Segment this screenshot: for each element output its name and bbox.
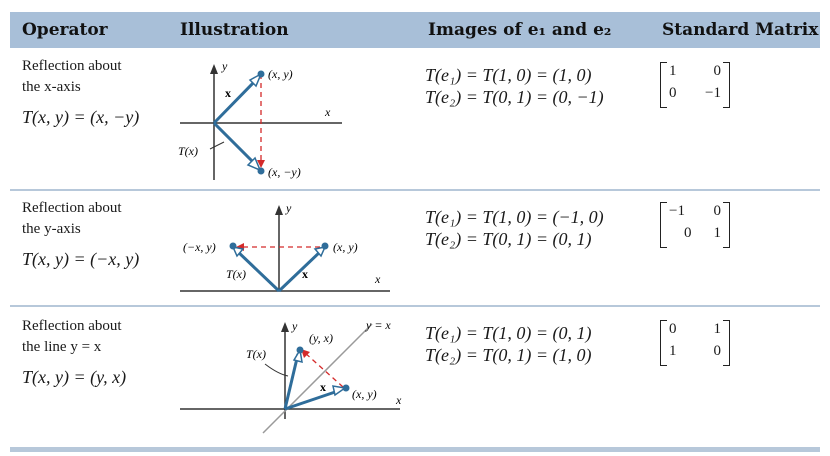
point-image bbox=[257, 167, 265, 175]
reflection-arrowhead bbox=[257, 160, 265, 168]
row-separator bbox=[10, 305, 820, 307]
tx-pointer bbox=[264, 363, 289, 377]
point-label: (x, y) bbox=[268, 67, 293, 81]
point-image bbox=[296, 346, 304, 354]
point-label: (x, y) bbox=[352, 387, 377, 401]
operator-line2: the y-axis bbox=[22, 221, 81, 237]
vector-label: x bbox=[225, 86, 231, 100]
illustration-x-axis: y x (x, y) x T(x) (x, −y) bbox=[178, 59, 342, 180]
image-label: (−x, y) bbox=[183, 240, 216, 254]
matrix-cell: 1 bbox=[669, 343, 677, 359]
vector-x-arrowhead bbox=[248, 72, 263, 88]
tx-label: T(x) bbox=[226, 267, 246, 281]
operator-formula: T(x, y) = (y, x) bbox=[22, 367, 127, 387]
point-xy bbox=[321, 242, 329, 250]
vector-tx-arrowhead bbox=[246, 156, 262, 172]
table-header: Operator Illustration Images of e₁ and e… bbox=[10, 12, 820, 48]
table-bottom-rule bbox=[10, 447, 820, 452]
vector-x bbox=[212, 76, 260, 125]
matrix-cell: −1 bbox=[669, 203, 685, 219]
matrix-cell: 0 bbox=[669, 85, 677, 101]
header-images: Images of e₁ and e₂ bbox=[428, 20, 612, 40]
matrix-left-bracket bbox=[660, 62, 667, 108]
point-xy bbox=[342, 384, 350, 392]
row-separator bbox=[10, 189, 820, 191]
matrix-cell: 0 bbox=[684, 225, 692, 241]
image-e1: T(e₁) = T(1, 0) = (1, 0) bbox=[425, 65, 592, 85]
vector-x-arrowhead bbox=[332, 385, 347, 397]
y-axis-arrow bbox=[281, 322, 289, 332]
vector-tx-arrowhead bbox=[231, 245, 245, 258]
illustration-y-axis: y x (x, y) (−x, y) x T(x) bbox=[180, 201, 390, 293]
image-e2: T(e₂) = T(0, 1) = (1, 0) bbox=[425, 345, 592, 365]
matrix-right-bracket bbox=[723, 202, 730, 248]
image-e1: T(e₁) = T(1, 0) = (−1, 0) bbox=[425, 207, 604, 227]
header-operator: Operator bbox=[22, 20, 108, 40]
tx-label: T(x) bbox=[178, 144, 198, 158]
matrix-cell: 1 bbox=[669, 63, 677, 79]
y-axis-label: y bbox=[221, 59, 228, 73]
operator-line1: Reflection about bbox=[22, 200, 122, 216]
image-e2: T(e₂) = T(0, 1) = (0, 1) bbox=[425, 229, 592, 249]
vector-x bbox=[277, 248, 324, 293]
image-e1: T(e₁) = T(1, 0) = (0, 1) bbox=[425, 323, 592, 343]
header-illustration: Illustration bbox=[180, 20, 289, 40]
operator-cell-y-axis: Reflection about the y-axis T(x, y) = (−… bbox=[22, 198, 139, 270]
operator-formula: T(x, y) = (−x, y) bbox=[22, 249, 140, 269]
tx-pointer bbox=[209, 141, 225, 150]
point-label: (x, y) bbox=[333, 240, 358, 254]
point-xy bbox=[257, 70, 265, 78]
images-cell-y-axis: T(e₁) = T(1, 0) = (−1, 0) T(e₂) = T(0, 1… bbox=[425, 206, 604, 250]
vector-x-arrowhead bbox=[313, 245, 327, 258]
operator-formula: T(x, y) = (x, −y) bbox=[22, 107, 140, 127]
vector-label: x bbox=[320, 380, 326, 394]
matrix-left-bracket bbox=[660, 202, 667, 248]
y-axis-arrow bbox=[210, 64, 218, 74]
vector-tx bbox=[234, 248, 281, 293]
matrix-cell: −1 bbox=[705, 85, 721, 101]
operator-cell-x-axis: Reflection about the x-axis T(x, y) = (x… bbox=[22, 56, 139, 128]
image-e2: T(e₂) = T(0, 1) = (0, −1) bbox=[425, 87, 604, 107]
tx-label: T(x) bbox=[246, 347, 266, 361]
matrix-left-bracket bbox=[660, 320, 667, 366]
standard-matrix-line-y-x: 0 1 1 0 bbox=[660, 320, 730, 366]
header-standard-matrix: Standard Matrix bbox=[662, 20, 819, 40]
vector-tx bbox=[283, 353, 300, 410]
y-axis-arrow bbox=[275, 205, 283, 215]
vector-tx bbox=[212, 121, 258, 167]
x-axis-label: x bbox=[374, 272, 381, 286]
standard-matrix-x-axis: 1 0 0 −1 bbox=[660, 62, 730, 108]
illustration-line-y-x: y x y = x (x, y) (y, x) x T(x) bbox=[180, 318, 402, 434]
x-axis-label: x bbox=[395, 393, 402, 407]
matrix-cell: 0 bbox=[713, 343, 722, 359]
standard-matrix-y-axis: −1 0 0 1 bbox=[660, 202, 730, 248]
x-axis-label: x bbox=[324, 105, 331, 119]
matrix-cell: 1 bbox=[713, 225, 722, 241]
operator-cell-line-y-x: Reflection about the line y = x T(x, y) … bbox=[22, 316, 126, 388]
y-axis-label: y bbox=[291, 319, 298, 333]
operator-line2: the x-axis bbox=[22, 79, 81, 95]
matrix-cell: 1 bbox=[713, 321, 722, 337]
matrix-cell: 0 bbox=[713, 203, 722, 219]
operator-line1: Reflection about bbox=[22, 58, 122, 74]
matrix-cell: 0 bbox=[669, 321, 677, 337]
operator-line1: Reflection about bbox=[22, 318, 122, 334]
matrix-right-bracket bbox=[723, 62, 730, 108]
vector-x bbox=[284, 388, 342, 411]
y-axis-label: y bbox=[285, 201, 292, 215]
images-cell-line-y-x: T(e₁) = T(1, 0) = (0, 1) T(e₂) = T(0, 1)… bbox=[425, 322, 592, 366]
image-label: (x, −y) bbox=[268, 165, 301, 179]
matrix-right-bracket bbox=[723, 320, 730, 366]
vector-label: x bbox=[302, 267, 308, 281]
image-label: (y, x) bbox=[309, 331, 333, 345]
images-cell-x-axis: T(e₁) = T(1, 0) = (1, 0) T(e₂) = T(0, 1)… bbox=[425, 64, 604, 108]
line-y-equals-x bbox=[262, 323, 373, 434]
matrix-cell: 0 bbox=[713, 63, 722, 79]
point-image bbox=[229, 242, 237, 250]
line-label: y = x bbox=[365, 318, 391, 332]
operator-line2: the line y = x bbox=[22, 339, 102, 355]
